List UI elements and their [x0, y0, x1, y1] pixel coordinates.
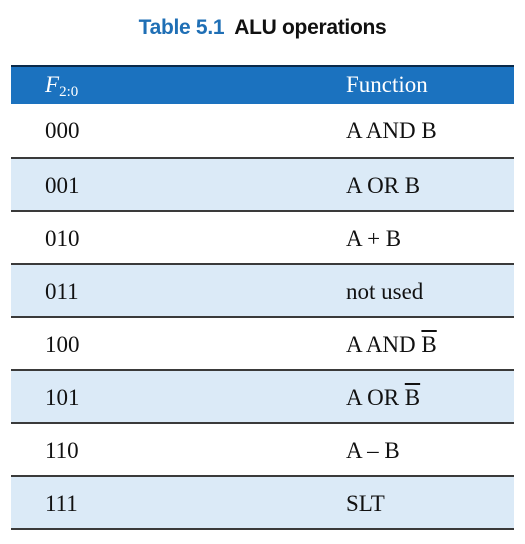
- row-code: 111: [45, 491, 78, 516]
- inverted-b: B: [404, 385, 421, 410]
- row-code: 001: [45, 173, 80, 198]
- table-row: 011 not used: [11, 263, 514, 316]
- alu-operations-table: F2:0 Function 000 A AND B 001 A OR B 010…: [11, 65, 514, 530]
- table-row: 100 A AND B: [11, 316, 514, 369]
- table-header: F2:0 Function: [11, 65, 514, 104]
- row-function: A AND B: [346, 332, 437, 357]
- row-code: 000: [45, 118, 80, 143]
- table-row: 010 A + B: [11, 210, 514, 263]
- table-row: 110 A – B: [11, 422, 514, 475]
- table-row: 000 A AND B: [11, 104, 514, 157]
- inverted-b: B: [421, 332, 437, 357]
- table-row: 111 SLT: [11, 475, 514, 530]
- table-row: 101 A OR B: [11, 369, 514, 422]
- table-caption: Table 5.1 ALU operations: [0, 16, 525, 40]
- row-function: not used: [346, 279, 424, 304]
- row-code: 010: [45, 226, 80, 251]
- row-code: 110: [45, 438, 79, 463]
- header-function-column: Function: [346, 72, 428, 97]
- row-code: 100: [45, 332, 80, 357]
- table-title: ALU operations: [234, 16, 387, 39]
- row-function: A OR B: [346, 385, 421, 410]
- row-code: 011: [45, 279, 79, 304]
- row-function: A AND B: [346, 118, 437, 143]
- row-function: SLT: [346, 491, 385, 516]
- row-code: 101: [45, 385, 80, 410]
- row-function: A – B: [346, 438, 400, 463]
- table-number: Table 5.1: [138, 16, 225, 39]
- row-function: A + B: [346, 226, 402, 251]
- header-f-column: F2:0: [45, 72, 79, 100]
- row-function: A OR B: [346, 173, 421, 198]
- table-row: 001 A OR B: [11, 157, 514, 210]
